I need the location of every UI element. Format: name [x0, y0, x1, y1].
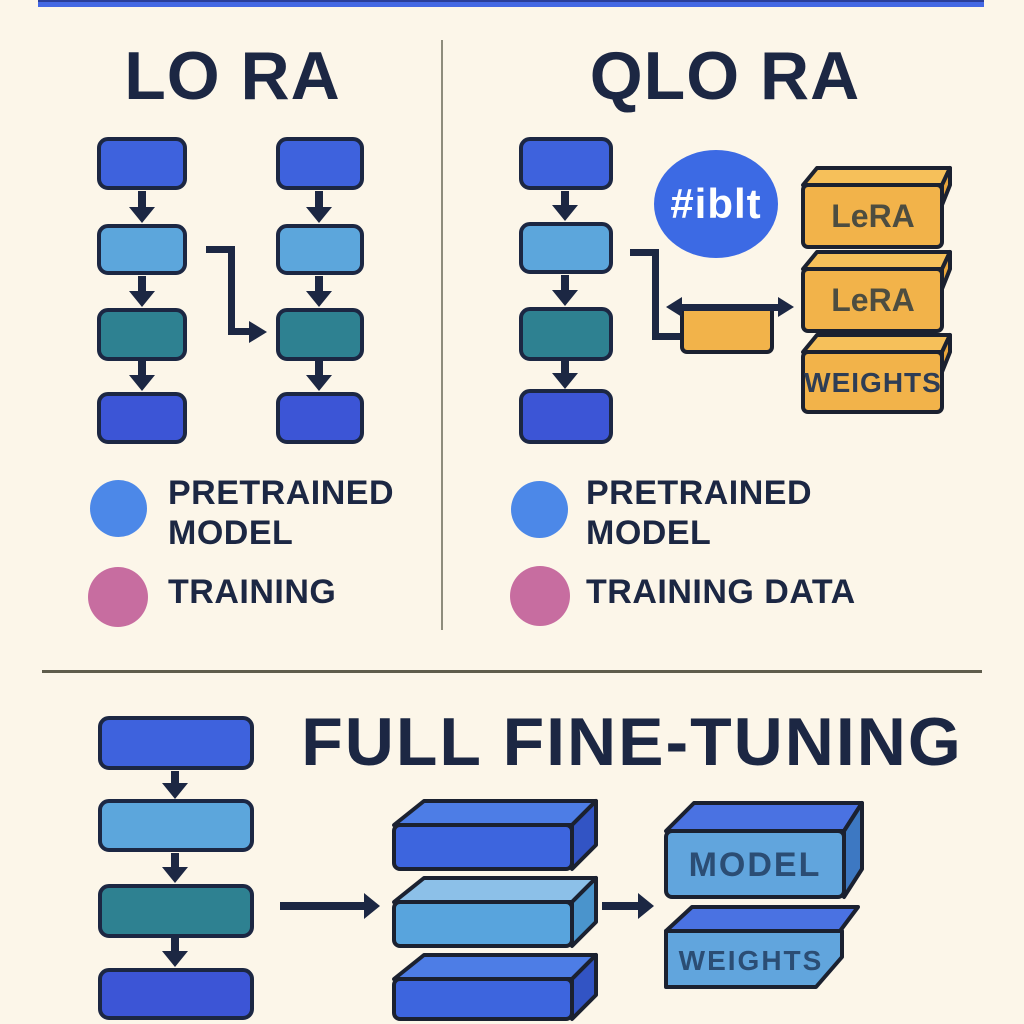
pretrained-model-dot: [90, 480, 147, 537]
qlora-elbow-connector: [630, 249, 659, 256]
result-box-label: WEIGHTS: [679, 945, 824, 976]
qlora-elbow-connector: [652, 249, 659, 340]
full-box-4: [98, 968, 254, 1020]
qlora-orange-stack: LeRA LeRA WEIGHTS: [801, 166, 952, 414]
legend-line: TRAINING DATA: [586, 573, 856, 611]
lora-elbow-connector: [228, 328, 250, 335]
training-data-dot: [510, 566, 570, 626]
weights-box: WEIGHTS: [801, 333, 952, 414]
qlora-box-1: [519, 137, 613, 190]
arrow-down-icon: [162, 853, 188, 883]
layer-slab-1: [392, 799, 598, 871]
lora-left-box-4: [97, 392, 187, 444]
legend-label: TRAINING: [168, 572, 336, 612]
lora-left-box-2: [97, 224, 187, 275]
model-layers-stack: [392, 799, 598, 1021]
lora-right-box-4: [276, 392, 364, 444]
arrow-down-icon: [129, 191, 155, 223]
layer-slab-3: [392, 953, 598, 1021]
qlora-box-4: [519, 389, 613, 444]
legend-line: PRETRAINED: [168, 474, 395, 512]
lora-elbow-connector: [206, 246, 235, 253]
arrow-down-icon: [162, 771, 188, 799]
arrow-right-icon: [602, 893, 654, 919]
lora-elbow-connector: [228, 246, 235, 335]
stack-box-label: LeRA: [831, 198, 915, 234]
arrow-down-icon: [306, 191, 332, 223]
arrow-right-icon: [778, 297, 794, 317]
legend-line: TRAINING: [168, 573, 337, 611]
arrow-down-icon: [552, 275, 578, 306]
stack-box-label: WEIGHTS: [804, 367, 942, 398]
top-accent-bar: [38, 0, 984, 7]
qlora-title: QLO RA: [589, 38, 861, 114]
iblt-badge: #iblt: [654, 150, 778, 258]
arrow-left-icon: [666, 297, 682, 317]
arrow-down-icon: [162, 938, 188, 967]
training-dot: [88, 567, 148, 627]
result-box-label: MODEL: [689, 846, 822, 884]
qlora-elbow-connector: [652, 333, 680, 340]
qlora-box-2: [519, 222, 613, 274]
full-finetuning-title: FULL FINE-TUNING: [301, 704, 963, 780]
arrow-down-icon: [129, 276, 155, 307]
model-box: MODEL: [664, 801, 864, 899]
arrow-stem: [678, 304, 782, 311]
legend-line: MODEL: [168, 514, 294, 552]
lora-right-box-3: [276, 308, 364, 361]
badge-label: #iblt: [670, 180, 762, 227]
lora-right-box-2: [276, 224, 364, 275]
legend-line: PRETRAINED: [586, 474, 813, 512]
arrow-right-icon: [249, 321, 267, 343]
weights-box: WEIGHTS: [664, 905, 860, 989]
arrow-down-icon: [552, 191, 578, 221]
pretrained-model-dot: [511, 481, 568, 538]
full-box-1: [98, 716, 254, 770]
full-box-3: [98, 884, 254, 938]
arrow-down-icon: [129, 360, 155, 391]
horizontal-divider: [42, 670, 982, 673]
lora-right-box-1: [276, 137, 364, 190]
arrow-right-icon: [280, 893, 380, 919]
legend-label: PRETRAINED MODEL: [168, 473, 394, 553]
lora-adapter-box-1: LeRA: [801, 166, 952, 249]
layer-slab-2: [392, 876, 598, 948]
stack-box-label: LeRA: [831, 282, 915, 318]
full-box-2: [98, 799, 254, 852]
arrow-down-icon: [306, 276, 332, 307]
legend-label: PRETRAINED MODEL: [586, 473, 812, 553]
lora-left-box-1: [97, 137, 187, 190]
arrow-down-icon: [306, 360, 332, 391]
arrow-double-icon: [666, 297, 794, 319]
lora-adapter-box-2: LeRA: [801, 250, 952, 333]
legend-label: TRAINING DATA: [586, 572, 856, 612]
legend-line: MODEL: [586, 514, 712, 552]
lora-title: LO RA: [124, 38, 341, 114]
model-weights-result: MODEL WEIGHTS: [664, 801, 864, 989]
lora-left-box-3: [97, 308, 187, 361]
arrow-down-icon: [552, 361, 578, 389]
qlora-box-3: [519, 307, 613, 361]
vertical-divider: [441, 40, 443, 630]
